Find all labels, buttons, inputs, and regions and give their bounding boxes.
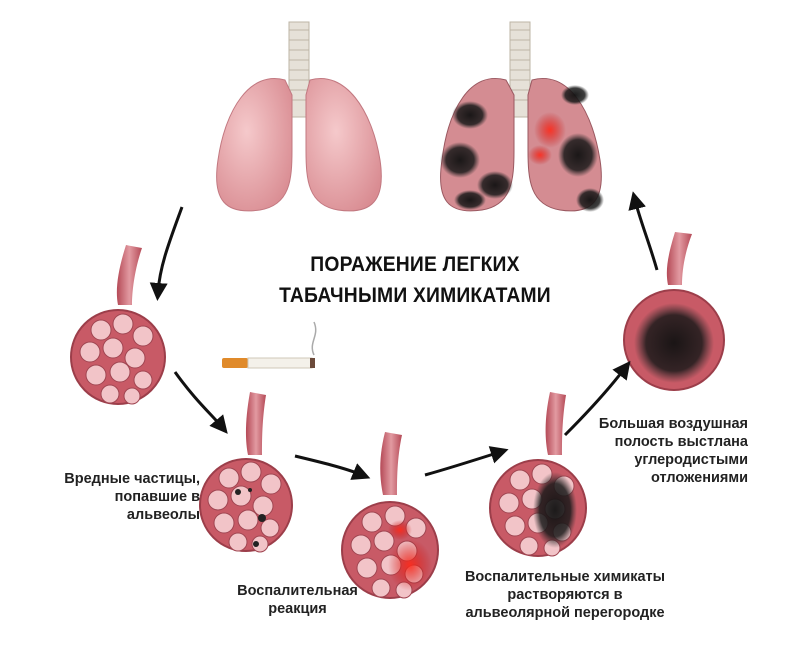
- caption-inflammation: Воспалительная реакция: [237, 583, 358, 617]
- caption-particles: Вредные частицы, попавшие в альвеолы: [64, 471, 200, 523]
- alveoli-inflamed: [341, 432, 439, 599]
- arrow-to-particles: [173, 371, 228, 434]
- damaged-lungs: [440, 21, 604, 212]
- diagram-title-line1: ПОРАЖЕНИЕ ЛЕГКИХ: [310, 253, 520, 276]
- caption-cavity: Большая воздушная полость выстлана углер…: [598, 416, 748, 486]
- alveoli-cavity: [623, 232, 725, 391]
- arrow-lungs-to-alveoli: [149, 206, 184, 301]
- arrow-to-cavity: [563, 360, 631, 437]
- arrow-to-damaged-lungs: [628, 191, 659, 271]
- alveoli-chemicals: [489, 392, 587, 557]
- caption-chemicals: Воспалительные химикаты растворяются в а…: [464, 569, 666, 621]
- alveoli-healthy: [70, 245, 166, 405]
- cigarette: [222, 321, 317, 369]
- alveoli-particles: [199, 392, 293, 553]
- arrow-to-chemicals: [424, 446, 509, 477]
- healthy-lungs: [216, 21, 382, 212]
- arrow-to-inflammation: [294, 454, 371, 480]
- cycle-arrows: [149, 191, 659, 480]
- diagram-title-line2: ТАБАЧНЫМИ ХИМИКАТАМИ: [279, 284, 551, 307]
